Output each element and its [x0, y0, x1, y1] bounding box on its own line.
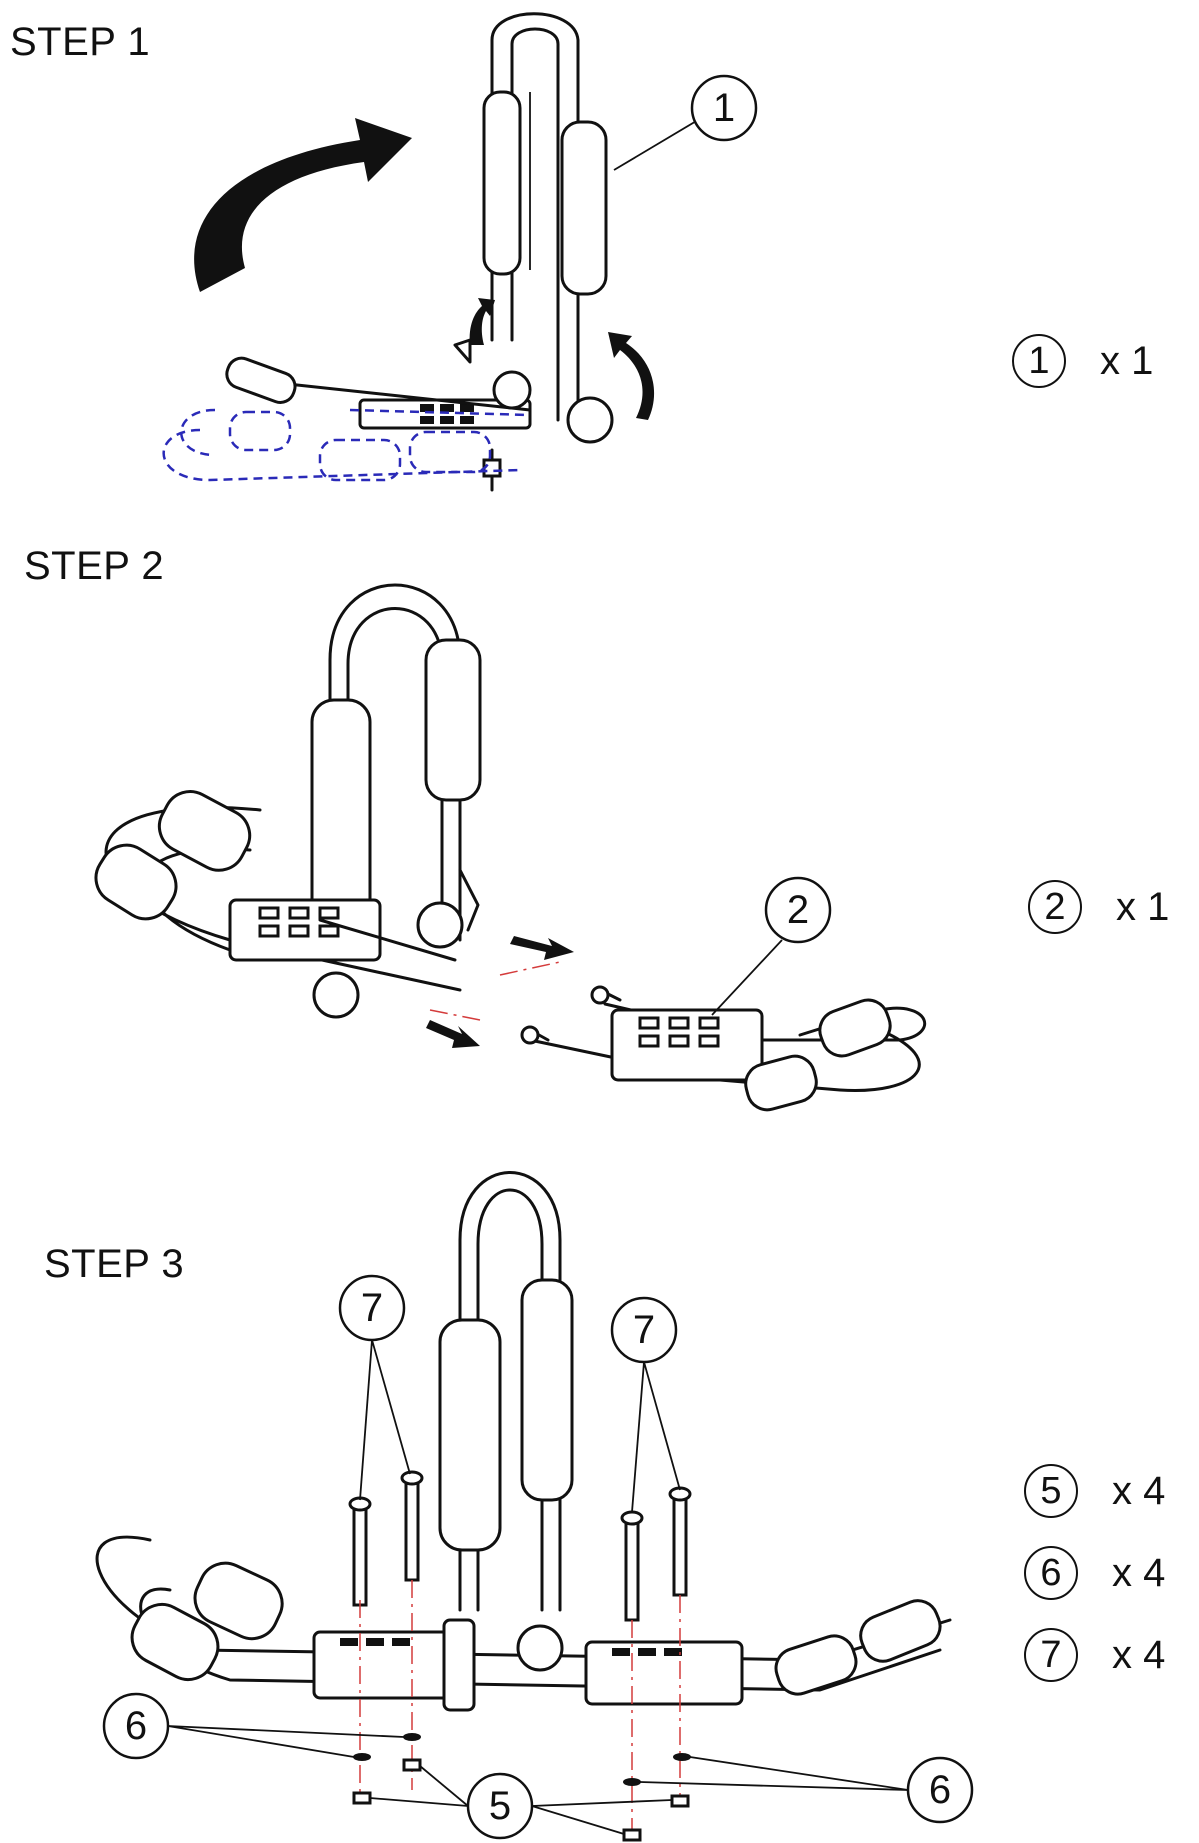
- part-quantity: x 4: [1112, 1468, 1166, 1513]
- part-quantity: x 4: [1112, 1550, 1166, 1595]
- callout-label: 1: [713, 86, 735, 130]
- step-3-figure: 7 7 6 5 6: [95, 1171, 974, 1842]
- step-1-figure: 1: [162, 12, 758, 492]
- part-callout: 7: [1024, 1628, 1078, 1682]
- step-3-part-5-qty: 5 x 4: [1024, 1464, 1165, 1518]
- base-slots: [420, 404, 474, 424]
- part-callout: 1: [1012, 334, 1066, 388]
- insert-arrow-icon: [510, 936, 574, 960]
- callout-label: 5: [489, 1784, 511, 1828]
- insert-arrow-icon: [426, 1020, 480, 1048]
- step-3-title: STEP 3: [44, 1242, 185, 1286]
- step-2-part-2-qty: 2 x 1: [1028, 880, 1169, 934]
- washer-group: [353, 1733, 691, 1786]
- rotate-arrow-icon: [194, 118, 412, 292]
- bolt-group: [348, 1470, 692, 1622]
- step-2-title: STEP 2: [24, 544, 165, 588]
- hidden-cradle-outline: [162, 408, 531, 482]
- part-callout: 2: [1028, 880, 1082, 934]
- step-3-part-7-qty: 7 x 4: [1024, 1628, 1165, 1682]
- base-slots: [340, 1638, 682, 1656]
- part-quantity: x 1: [1116, 884, 1170, 929]
- step-2-figure: 2: [94, 583, 927, 1112]
- callout-label: 6: [125, 1704, 147, 1748]
- step-1-title: STEP 1: [10, 20, 151, 64]
- nut-group: [352, 1758, 690, 1842]
- callout-label: 7: [361, 1286, 383, 1330]
- callout-label: 6: [929, 1768, 951, 1812]
- callout-label: 7: [633, 1308, 655, 1352]
- small-arrow-icon: [469, 298, 495, 345]
- callout-label: 2: [787, 888, 809, 932]
- base-slots: [258, 906, 340, 938]
- part-callout: 6: [1024, 1546, 1078, 1600]
- part-quantity: x 1: [1100, 338, 1154, 383]
- part-quantity: x 4: [1112, 1632, 1166, 1677]
- part-callout: 5: [1024, 1464, 1078, 1518]
- small-arrow-icon: [608, 332, 655, 420]
- step-3-part-6-qty: 6 x 4: [1024, 1546, 1165, 1600]
- step-1-part-1-qty: 1 x 1: [1012, 334, 1153, 388]
- base-slots: [638, 1016, 720, 1048]
